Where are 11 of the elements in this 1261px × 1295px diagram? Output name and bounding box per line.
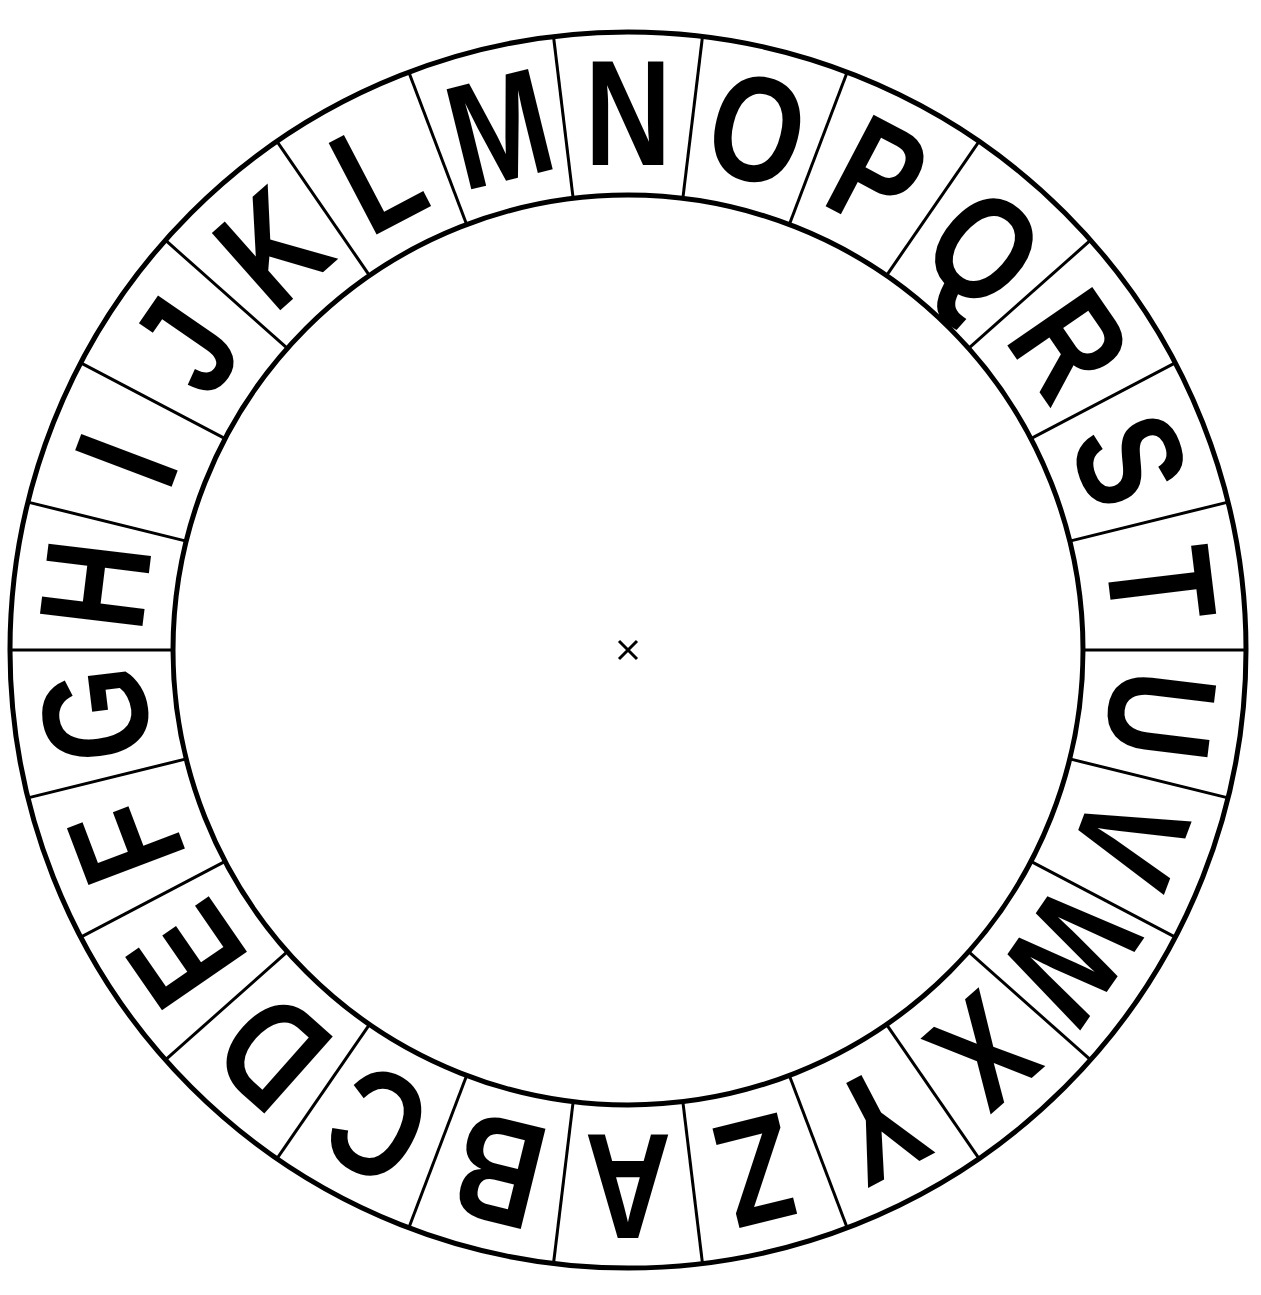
letter: G (14, 659, 175, 771)
letter: O (693, 44, 820, 213)
letter: I (49, 417, 202, 502)
letter: U (1081, 662, 1241, 767)
letter: B (439, 1088, 560, 1255)
letter: N (584, 38, 672, 188)
letter: T (1082, 539, 1240, 631)
letter: Z (702, 1089, 811, 1253)
letter: A (584, 1112, 672, 1262)
letter: M (433, 43, 566, 214)
letter: H (15, 533, 175, 638)
